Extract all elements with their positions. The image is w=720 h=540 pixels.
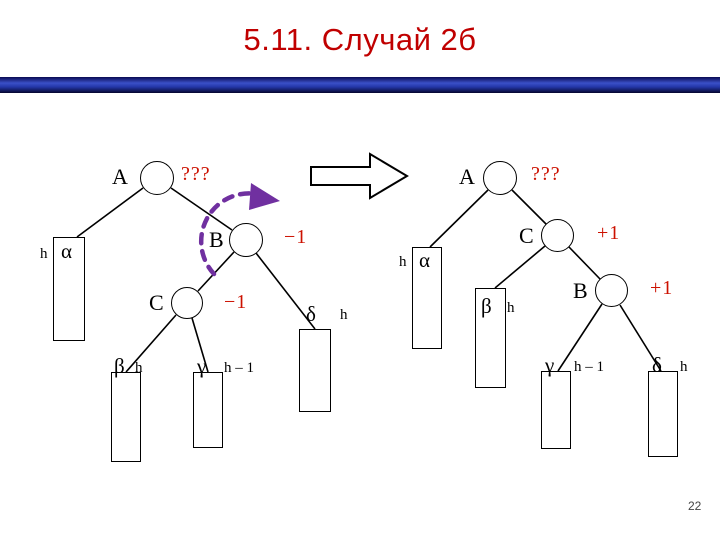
right-subtree-alpha-rect <box>412 247 442 349</box>
right-subtree-gamma-height: h – 1 <box>574 359 604 375</box>
left-subtree-delta-rect <box>299 329 331 412</box>
right-node-A-balance: ??? <box>531 163 561 185</box>
left-tree-edges <box>76 187 316 373</box>
left-node-B-balance: −1 <box>284 226 308 248</box>
right-subtree-gamma-letter: γ <box>545 353 555 377</box>
right-subtree-beta-height: h <box>507 300 515 316</box>
right-subtree-beta-letter: β <box>481 294 492 318</box>
right-subtree-delta-letter: δ <box>652 353 662 377</box>
right-node-A <box>483 161 517 195</box>
left-subtree-delta-letter: δ <box>306 302 316 326</box>
right-subtree-alpha-height: h <box>399 254 407 270</box>
left-subtree-alpha-letter: α <box>61 239 73 263</box>
left-subtree-alpha-height: h <box>40 246 48 262</box>
right-node-B-balance: +1 <box>650 277 674 299</box>
left-node-A-label: A <box>112 164 128 189</box>
left-subtree-gamma-letter: γ <box>197 354 207 378</box>
left-subtree-beta-letter: β <box>114 354 125 378</box>
right-node-B <box>595 274 628 307</box>
slide-title: 5.11. Случай 2б <box>243 22 477 57</box>
left-subtree-beta-rect <box>111 372 141 462</box>
right-subtree-delta-height: h <box>680 359 688 375</box>
left-subtree-alpha-rect <box>53 237 85 341</box>
title-underline-bar <box>0 77 720 93</box>
left-node-C <box>171 287 203 319</box>
left-node-C-balance: −1 <box>224 291 248 313</box>
right-node-A-label: A <box>459 164 475 189</box>
page-number: 22 <box>688 499 702 513</box>
left-subtree-beta-height: h <box>135 360 143 376</box>
right-node-C-balance: +1 <box>597 222 621 244</box>
left-node-A <box>140 161 174 195</box>
right-node-C-label: C <box>519 223 534 248</box>
right-subtree-gamma-rect <box>541 371 571 449</box>
right-node-C <box>541 219 574 252</box>
right-subtree-beta-rect <box>475 288 506 388</box>
right-tree-edges <box>429 189 662 372</box>
right-subtree-delta-rect <box>648 371 678 457</box>
right-node-B-label: B <box>573 278 588 303</box>
left-node-C-label: C <box>149 290 164 315</box>
transform-arrow-icon <box>310 152 409 200</box>
rotation-arrow-icon <box>198 183 280 277</box>
left-node-B-label: B <box>209 227 224 252</box>
right-subtree-alpha-letter: α <box>419 248 431 272</box>
left-node-B <box>229 223 263 257</box>
left-subtree-gamma-rect <box>193 372 223 448</box>
left-subtree-gamma-height: h – 1 <box>224 360 254 376</box>
left-node-A-balance: ??? <box>181 163 211 185</box>
left-subtree-delta-height: h <box>340 307 348 323</box>
